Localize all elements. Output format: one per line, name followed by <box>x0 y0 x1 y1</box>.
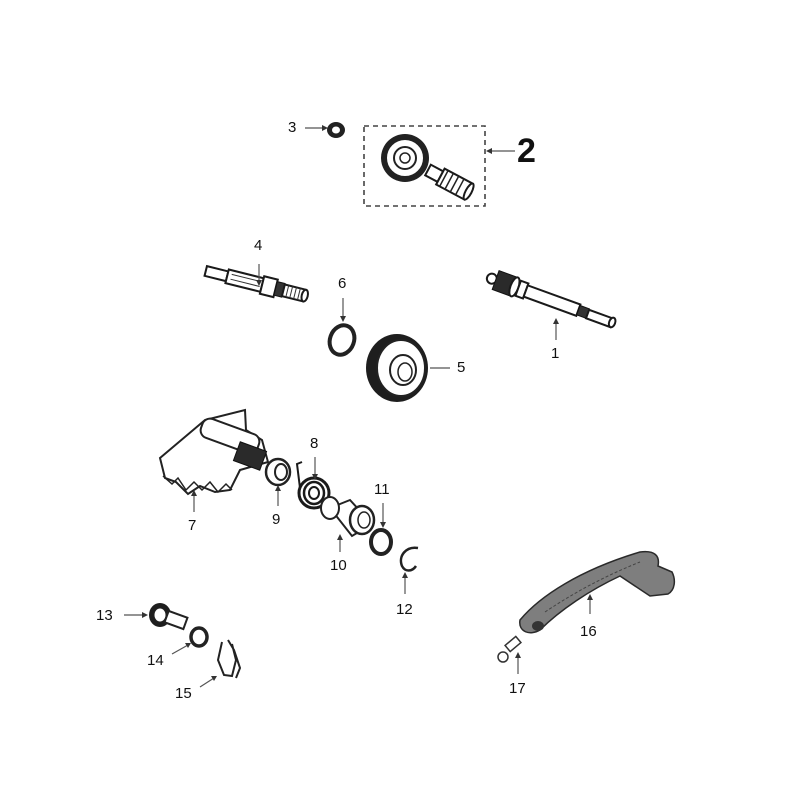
part-13-pinion-icon <box>124 603 189 631</box>
part-14-washer-icon <box>171 626 209 655</box>
callout-10: 10 <box>330 557 347 574</box>
assembly-2-dashed-box <box>363 125 486 207</box>
part-4-shaft-icon <box>203 264 309 303</box>
part-11-washer-icon <box>369 503 393 556</box>
assembly-2-shaft-icon <box>423 163 475 201</box>
callout-1: 1 <box>551 345 560 362</box>
callout-13: 13 <box>96 607 113 624</box>
callout-7: 7 <box>188 517 197 534</box>
part-16-lever-icon <box>519 550 676 634</box>
assembly-2-gear-icon <box>381 134 429 182</box>
callout-3: 3 <box>288 119 297 136</box>
callout-17: 17 <box>509 680 526 697</box>
callout-8: 8 <box>310 435 319 452</box>
part-3-washer-icon <box>305 122 345 138</box>
callout-9: 9 <box>272 511 281 528</box>
part-15-clip-icon <box>199 639 242 688</box>
part-1-shaft-icon <box>485 270 617 329</box>
part-8-spring-icon <box>295 457 331 510</box>
part-7-kickstart-sector-icon <box>158 408 270 512</box>
part-6-washer-icon <box>327 298 357 357</box>
assembly-2-group <box>363 125 515 207</box>
callout-16: 16 <box>580 623 597 640</box>
callout-14: 14 <box>147 652 164 669</box>
callout-11: 11 <box>374 481 390 498</box>
callout-2: 2 <box>517 132 536 170</box>
callout-5: 5 <box>457 359 466 376</box>
callout-15: 15 <box>175 685 192 702</box>
callout-6: 6 <box>338 275 347 292</box>
part-10-sleeve-icon <box>320 496 376 552</box>
part-9-bushing-icon <box>264 457 292 506</box>
callout-4: 4 <box>254 237 263 254</box>
part-12-circlip-icon <box>399 546 419 594</box>
part-17-bolt-icon <box>497 635 522 674</box>
part-5-gear-icon <box>366 334 450 402</box>
callout-12: 12 <box>396 601 413 618</box>
